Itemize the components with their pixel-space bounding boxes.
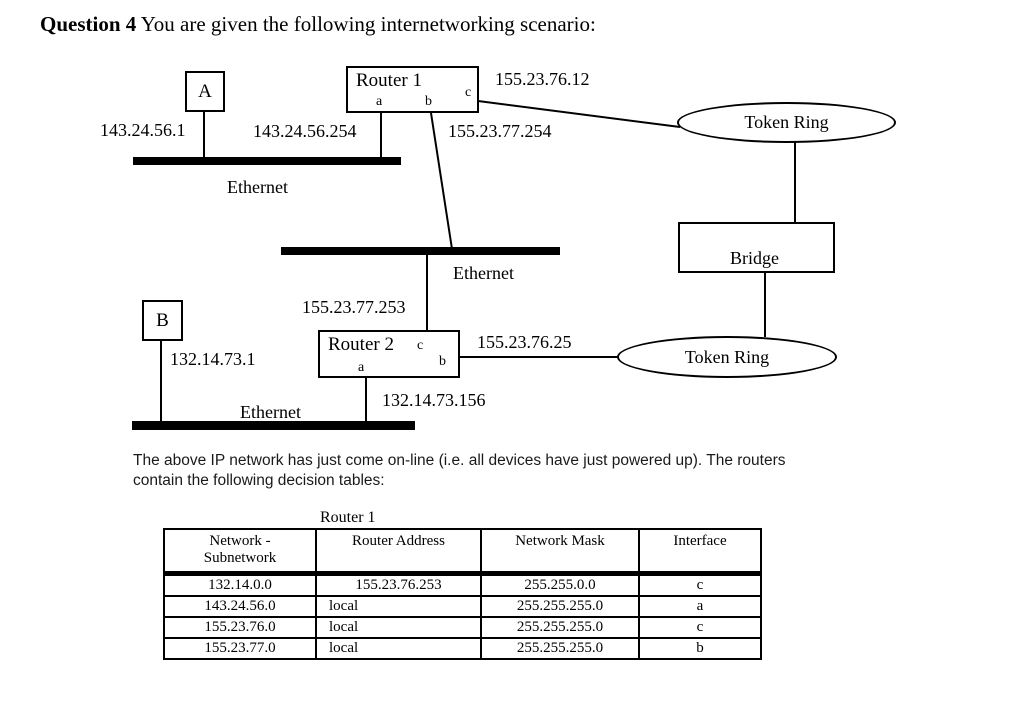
cell-interface: c [638,615,762,639]
table-row: 143.24.56.0 local 255.255.255.0 a [163,594,762,618]
host-a-box: A [185,71,225,112]
host-b-box: B [142,300,183,341]
wire-router2-b-to-token-ring-bottom [459,356,619,358]
ethernet-bus-middle [281,247,560,255]
router2-label: Router 2 [328,334,394,355]
router1-port-b: b [425,94,432,109]
router1-port-a: a [376,94,383,109]
cell-interface: a [638,594,762,618]
wire-router2-a-to-ethernet-bottom [365,376,367,422]
header-router-address: Router Address [315,528,482,576]
cell-router-address: local [315,594,482,618]
wire-host-b-to-ethernet-bottom [160,339,162,422]
wire-token-ring-top-to-bridge [794,141,796,223]
cell-interface: c [638,572,762,597]
ethernet-bus-bottom [132,421,415,430]
router2-box: Router 2 c b a [318,330,460,378]
cell-network: 155.23.77.0 [163,636,317,660]
cell-network-mask: 255.255.255.0 [480,636,640,660]
wire-bridge-to-token-ring-bottom [764,271,766,337]
router2-port-a: a [358,360,365,375]
ethernet-bus-top [133,157,401,165]
token-ring-bottom: Token Ring [617,336,837,378]
routing-table-title: Router 1 [320,509,376,526]
ethernet-top-label: Ethernet [227,177,288,197]
token-ring-top: Token Ring [677,102,896,143]
cell-network-mask: 255.255.0.0 [480,572,640,597]
question-number: Question 4 [40,12,137,36]
cell-interface: b [638,636,762,660]
router1-ip-c: 155.23.76.12 [495,69,590,89]
description-paragraph: The above IP network has just come on-li… [133,452,786,489]
ethernet-bottom-label: Ethernet [240,402,301,422]
router2-port-b: b [439,354,446,369]
cell-network-mask: 255.255.255.0 [480,615,640,639]
bridge-box: Bridge [678,222,835,273]
question-title: Question 4 You are given the following i… [40,12,596,37]
host-a-label: A [198,80,212,102]
bridge-label: Bridge [730,248,779,268]
wire-host-a-to-ethernet-top [203,110,205,158]
question-text: You are given the following internetwork… [136,12,596,36]
router1-port-c: c [465,85,472,100]
cell-network: 143.24.56.0 [163,594,317,618]
cell-network: 155.23.76.0 [163,615,317,639]
router1-decision-table: Network - Subnetwork Router Address Netw… [163,528,762,660]
router2-port-c: c [417,338,424,353]
token-ring-bottom-label: Token Ring [684,346,770,367]
header-interface: Interface [638,528,762,576]
router1-box: Router 1 a b c [346,66,479,113]
cell-router-address: local [315,636,482,660]
table-row: 132.14.0.0 155.23.76.253 255.255.0.0 c [163,572,762,597]
router2-ip-a: 132.14.73.156 [382,390,486,410]
cell-network-mask: 255.255.255.0 [480,594,640,618]
router1-ip-a: 143.24.56.254 [253,121,357,141]
router2-ip-c: 155.23.77.253 [302,297,406,317]
cell-network: 132.14.0.0 [163,572,317,597]
router1-ip-b: 155.23.77.254 [448,121,552,141]
cell-router-address: local [315,615,482,639]
header-network-mask: Network Mask [480,528,640,576]
router1-label: Router 1 [356,70,422,91]
cell-router-address: 155.23.76.253 [315,572,482,597]
table-row: 155.23.77.0 local 255.255.255.0 b [163,636,762,660]
table-header-row: Network - Subnetwork Router Address Netw… [163,528,762,576]
host-a-ip: 143.24.56.1 [100,120,186,140]
wire-ethernet-middle-to-router2-c [426,254,428,331]
router2-ip-b: 155.23.76.25 [477,332,572,352]
host-b-label: B [156,309,169,331]
ethernet-middle-label: Ethernet [453,263,514,283]
token-ring-top-label: Token Ring [744,112,829,132]
host-b-ip: 132.14.73.1 [170,349,256,369]
table-row: 155.23.76.0 local 255.255.255.0 c [163,615,762,639]
header-network-subnetwork: Network - Subnetwork [163,528,317,576]
wire-router1-a-to-ethernet-top [380,112,382,158]
